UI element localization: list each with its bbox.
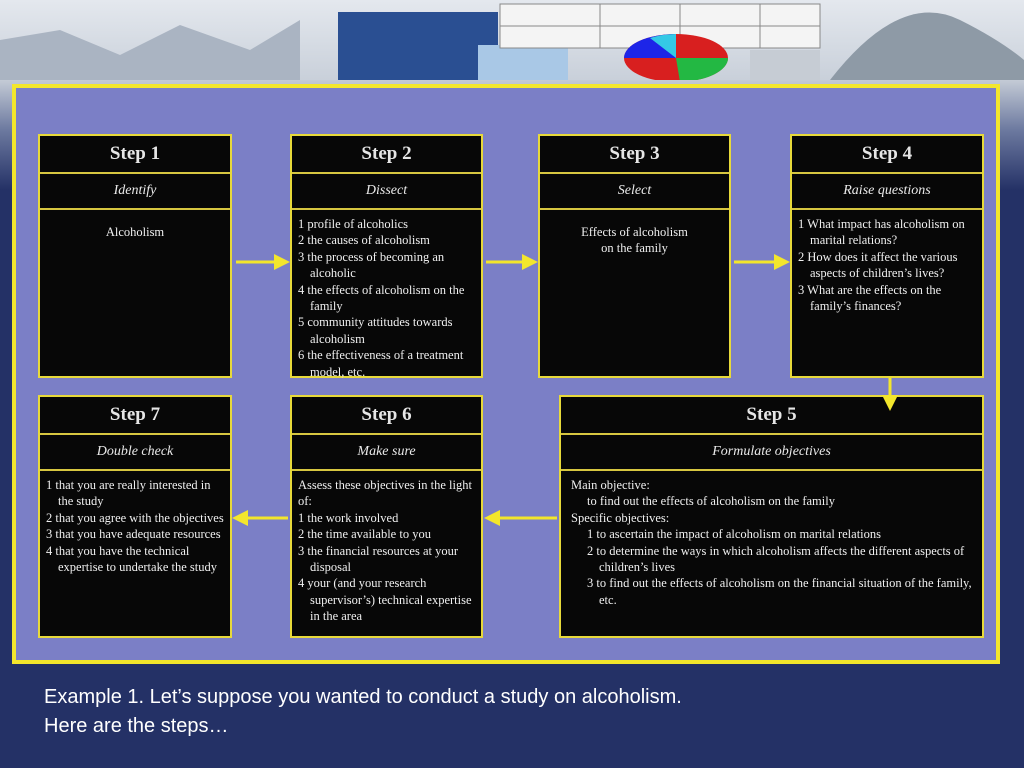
arrow-step2-to-step3 bbox=[486, 254, 538, 270]
caption-line-2: Here are the steps… bbox=[44, 715, 229, 737]
step-5-item: 2 to determine the ways in which alcohol… bbox=[587, 543, 965, 575]
step-4-item: 2 How does it affect the various aspects… bbox=[798, 249, 958, 281]
arrow-step5-to-step6 bbox=[484, 510, 557, 526]
step-4-subtitle: Raise questions bbox=[792, 174, 982, 210]
arrow-step1-to-step2 bbox=[236, 254, 290, 270]
step-6-item: 3 the financial resources at your dispos… bbox=[298, 543, 459, 575]
banner-collage-graphic bbox=[0, 3, 1024, 80]
step-5-item: 1 to ascertain the impact of alcoholism … bbox=[587, 527, 882, 542]
step-4-box: Step 4 Raise questions 1 What impact has… bbox=[790, 134, 984, 378]
step-5-main-objective: to find out the effects of alcoholism on… bbox=[587, 494, 835, 509]
slide-caption: Example 1. Let’s suppose you wanted to c… bbox=[44, 683, 984, 741]
step-6-box: Step 6 Make sure Assess these objectives… bbox=[290, 395, 483, 638]
step-7-item: 4 that you have the technical expertise … bbox=[46, 543, 217, 575]
step-5-box: Step 5 Formulate objectives Main objecti… bbox=[559, 395, 984, 638]
step-1-box: Step 1 Identify Alcoholism bbox=[38, 134, 232, 378]
step-5-main-label: Main objective: bbox=[571, 478, 650, 492]
caption-line-1: Example 1. Let’s suppose you wanted to c… bbox=[44, 686, 682, 708]
step-4-item: 1 What impact has alcoholism on marital … bbox=[798, 217, 965, 248]
step-3-subtitle: Select bbox=[540, 174, 729, 210]
step-2-item: 2 the causes of alcoholism bbox=[298, 233, 430, 248]
decorative-banner bbox=[0, 0, 1024, 80]
step-2-item: 3 the process of becoming an alcoholic bbox=[298, 249, 445, 281]
step-5-subtitle: Formulate objectives bbox=[561, 435, 982, 471]
step-6-intro: Assess these objectives in the light of: bbox=[298, 478, 472, 509]
arrow-step3-to-step4 bbox=[734, 254, 790, 270]
step-5-title: Step 5 bbox=[561, 397, 982, 435]
step-3-text: on the family bbox=[601, 241, 668, 256]
step-2-box: Step 2 Dissect 1 profile of alcoholics 2… bbox=[290, 134, 483, 379]
step-7-item: 1 that you are really interested in the … bbox=[46, 478, 211, 509]
step-7-item: 3 that you have adequate resources bbox=[46, 527, 221, 542]
step-2-subtitle: Dissect bbox=[292, 174, 481, 210]
step-2-item: 5 community attitudes towards alcoholism bbox=[298, 315, 453, 346]
step-6-item: 4 your (and your research supervisor’s) … bbox=[298, 576, 472, 624]
step-6-item: 1 the work involved bbox=[298, 510, 399, 525]
step-7-title: Step 7 bbox=[40, 397, 230, 435]
step-4-title: Step 4 bbox=[792, 136, 982, 174]
step-3-box: Step 3 Select Effects of alcoholism on t… bbox=[538, 134, 731, 378]
step-1-text: Alcoholism bbox=[105, 225, 165, 239]
step-1-subtitle: Identify bbox=[40, 174, 230, 210]
step-2-title: Step 2 bbox=[292, 136, 481, 174]
step-7-item: 2 that you agree with the objectives bbox=[46, 510, 224, 525]
step-3-text: Effects of alcoholism bbox=[581, 225, 688, 239]
step-1-title: Step 1 bbox=[40, 136, 230, 174]
arrow-step4-to-step5 bbox=[882, 378, 898, 411]
step-7-box: Step 7 Double check 1 that you are reall… bbox=[38, 395, 232, 638]
step-2-item: 4 the effects of alcoholism on the famil… bbox=[298, 282, 465, 314]
step-4-item: 3 What are the effects on the family’s f… bbox=[798, 282, 942, 314]
step-7-subtitle: Double check bbox=[40, 435, 230, 471]
step-2-item: 6 the effectiveness of a treatment model… bbox=[298, 348, 464, 379]
step-5-item: 3 to find out the effects of alcoholism … bbox=[587, 576, 972, 607]
step-6-title: Step 6 bbox=[292, 397, 481, 435]
step-5-specific-label: Specific objectives: bbox=[571, 510, 670, 525]
step-6-item: 2 the time available to you bbox=[298, 527, 431, 542]
arrow-step6-to-step7 bbox=[232, 510, 288, 526]
step-2-item: 1 profile of alcoholics bbox=[298, 217, 409, 231]
step-3-title: Step 3 bbox=[540, 136, 729, 174]
step-6-subtitle: Make sure bbox=[292, 435, 481, 471]
